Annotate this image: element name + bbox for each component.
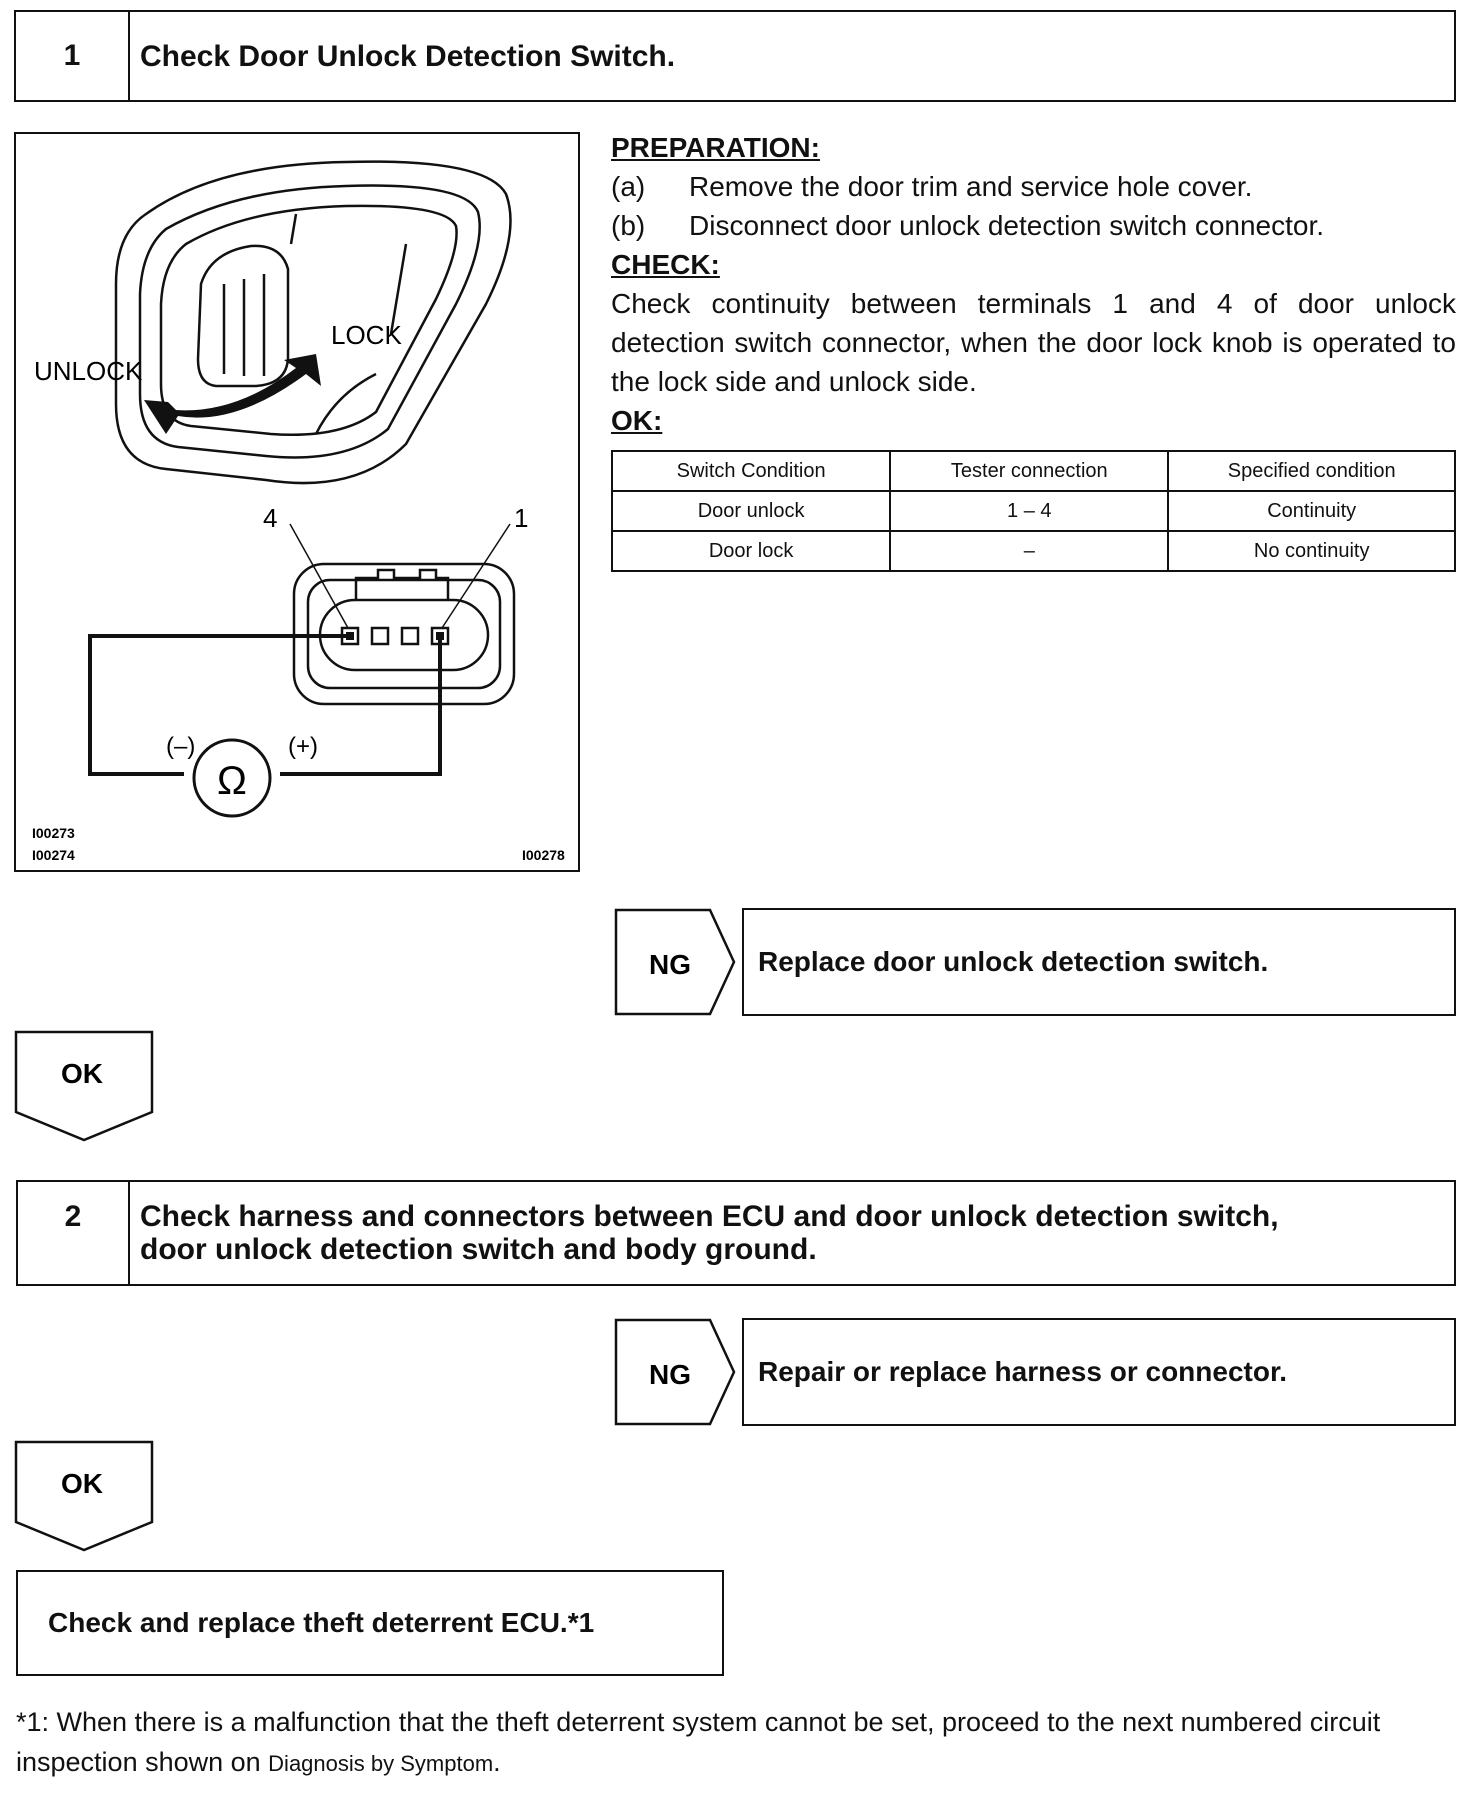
ng-action-repair-harness: Repair or replace harness or connector. [742,1318,1456,1426]
header-tester-connection: Tester connection [889,450,1170,492]
step-title-line-2: door unlock detection switch and body gr… [140,1233,817,1266]
figure-code-2: I00274 [32,847,75,863]
ok-branch-2: OK [14,1440,156,1554]
ohmmeter-wiring [88,634,442,818]
ng-arrow-shape: NG [614,1318,736,1426]
footnote: *1: When there is a malfunction that the… [16,1702,1456,1784]
figure-drawing: UNLOCK LOCK 4 1 Ω (–) (+) I [32,160,565,863]
prep-b-marker: (b) [611,210,646,241]
step-number: 1 [16,12,130,100]
ok-branch-1: OK [14,1030,156,1144]
step-title: Check Door Unlock Detection Switch. [140,39,676,73]
step-title-line-1: Check harness and connectors between ECU… [140,1200,1279,1233]
table-cell: – [889,530,1170,572]
final-action-replace-ecu: Check and replace theft deterrent ECU.*1 [16,1570,724,1676]
ng-branch-2: NG [614,1318,740,1426]
footnote-text: *1: When there is a malfunction that the… [16,1707,1381,1777]
ok-arrow-shape: OK [14,1440,154,1552]
table-row: Door lock – No continuity [610,530,1456,572]
step-1-header: 1 Check Door Unlock Detection Switch. [14,10,1456,102]
ng-branch-1: NG [614,908,740,1016]
ok-arrow-shape: OK [14,1030,154,1142]
unlock-label: UNLOCK [34,356,143,386]
header-specified-condition: Specified condition [1167,450,1456,492]
connector-terminals [340,626,450,646]
door-lock-figure: UNLOCK LOCK 4 1 Ω (–) (+) I [14,132,580,872]
footnote-end: . [493,1747,501,1777]
ok-label: OK [61,1058,103,1089]
table-header-row: Switch Condition Tester connection Speci… [610,450,1456,492]
lock-unlock-arrow [144,354,321,434]
ok-heading: OK: [611,405,663,436]
lock-label: LOCK [331,320,402,350]
terminal-1-label: 1 [514,503,528,533]
table-cell: Door unlock [610,490,892,532]
header-switch-condition: Switch Condition [610,450,892,492]
terminal-4-label: 4 [263,503,277,533]
preparation-heading: PREPARATION: [611,132,820,163]
check-heading: CHECK: [611,249,720,280]
figure-code-3: I00278 [522,847,565,863]
table-cell: No continuity [1167,530,1456,572]
ng-label: NG [649,1359,691,1390]
specification-table: Switch Condition Tester connection Speci… [610,450,1456,572]
prep-b-text: Disconnect door unlock detection switch … [689,210,1325,241]
check-text: Check continuity between terminals 1 and… [611,288,1456,397]
ng-action-replace-switch: Replace door unlock detection switch. [742,908,1456,1016]
probe-negative-label: (–) [166,733,195,760]
table-cell: Door lock [610,530,892,572]
door-handle-illustration [114,160,512,485]
ok-label: OK [61,1468,103,1499]
figure-code-1: I00273 [32,825,75,841]
table-row: Door unlock 1 – 4 Continuity [610,490,1456,532]
ng-arrow-shape: NG [614,908,736,1016]
probe-positive-label: (+) [288,733,318,760]
diagnosis-by-symptom-link[interactable]: Diagnosis by Symptom [268,1751,494,1776]
prep-a-text: Remove the door trim and service hole co… [689,171,1253,202]
prep-step-b: (b) Disconnect door unlock detection swit… [611,206,1461,245]
step-number: 2 [18,1182,130,1284]
table-cell: 1 – 4 [889,490,1170,532]
table-cell: Continuity [1167,490,1456,532]
prep-step-a: (a) Remove the door trim and service hole… [611,167,1461,206]
step-title: Check harness and connectors between ECU… [130,1182,1454,1284]
ohmmeter-symbol: Ω [217,759,247,803]
ng-label: NG [649,949,691,980]
prep-a-marker: (a) [611,171,646,202]
step-2-header: 2 Check harness and connectors between E… [16,1180,1456,1286]
